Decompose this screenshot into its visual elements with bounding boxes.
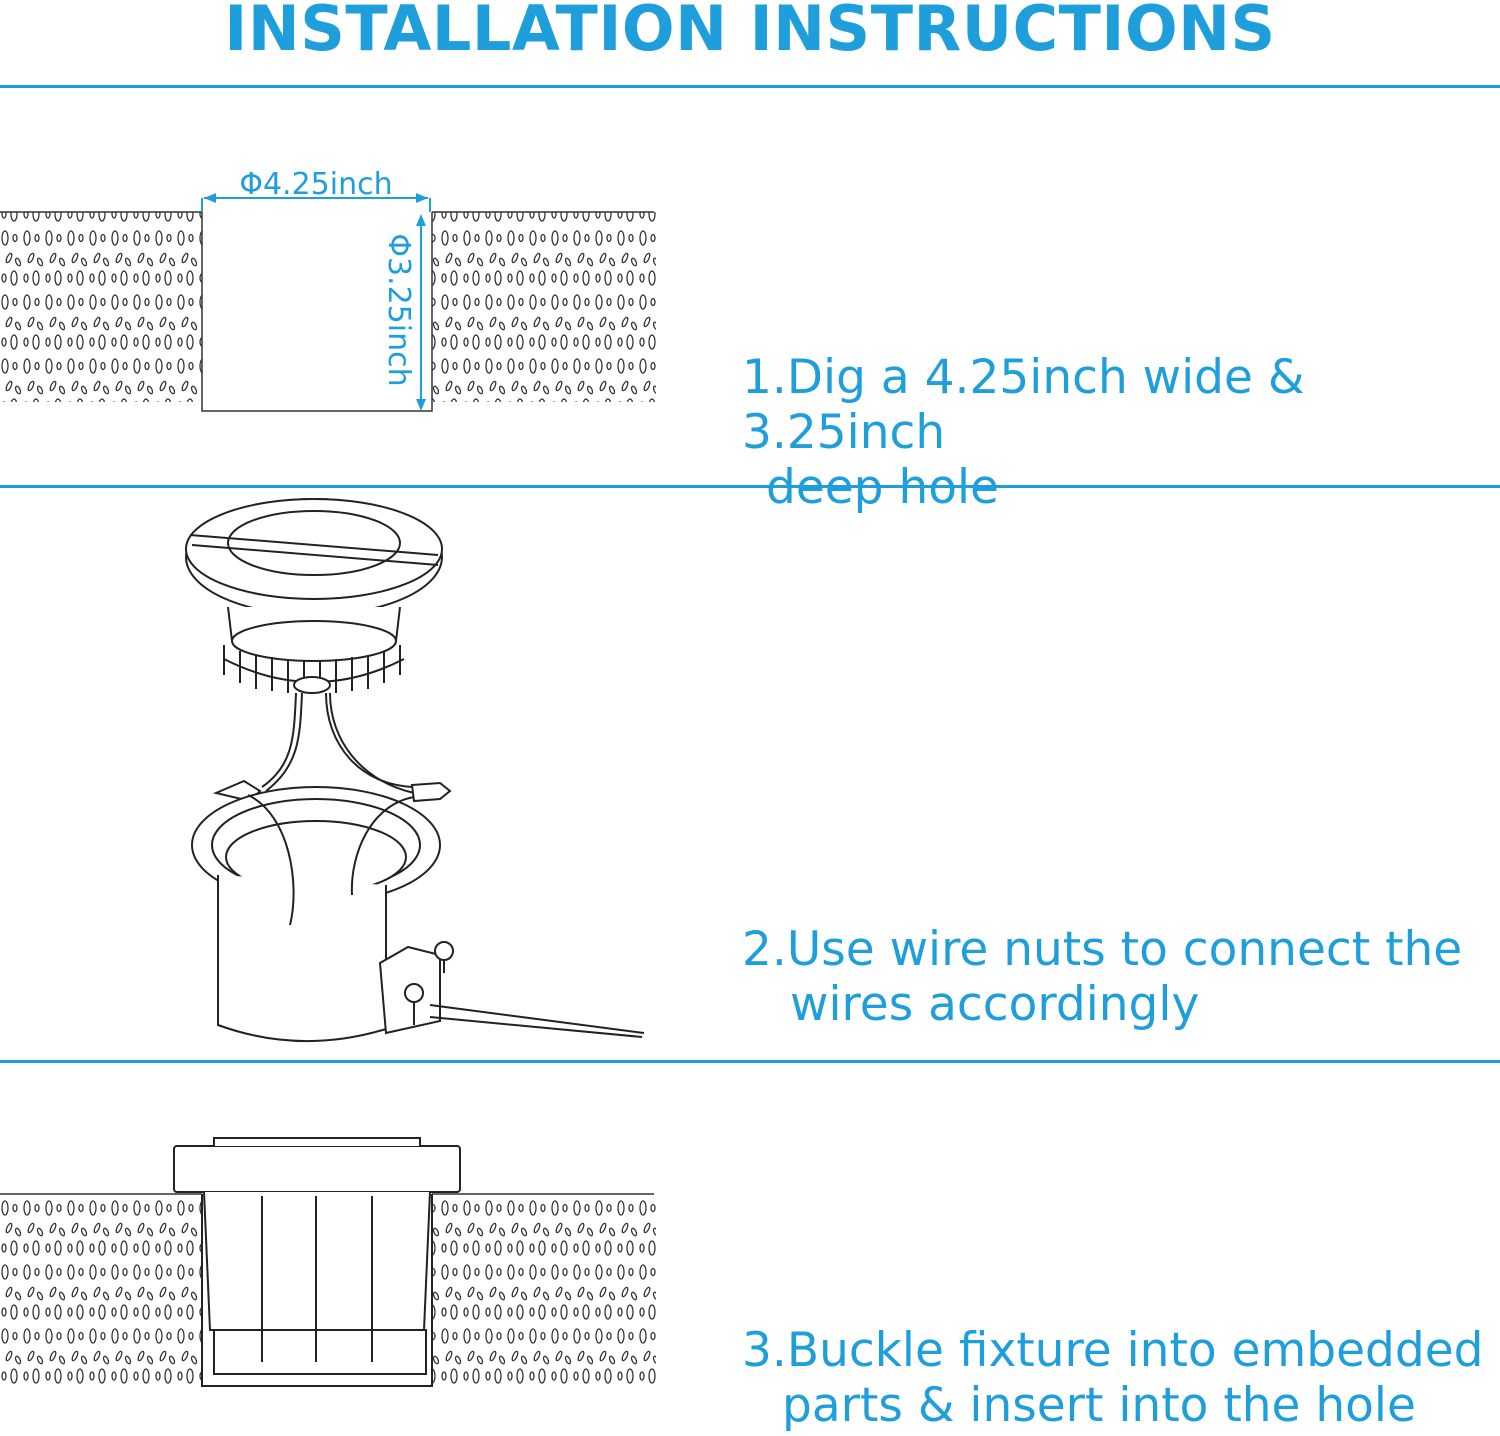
wiring-diagram — [185, 498, 645, 1042]
installed-diagram — [0, 1137, 656, 1390]
soil-right — [432, 212, 656, 402]
page-title: INSTALLATION INSTRUCTIONS — [224, 0, 1276, 65]
width-label: Φ4.25inch — [239, 167, 392, 202]
soil-left-installed — [0, 1194, 202, 1390]
divider-top — [0, 85, 1500, 88]
hole-outline — [201, 212, 433, 412]
step-2-text: 2.Use wire nuts to connect the wires acc… — [742, 922, 1463, 1032]
soil-right-installed — [432, 1194, 656, 1390]
step-1-text: 1.Dig a 4.25inch wide & 3.25inch deep ho… — [742, 350, 1305, 515]
hole-diagram: Φ4.25inch Φ3.25inch — [0, 167, 656, 412]
depth-label: Φ3.25inch — [381, 233, 416, 386]
cable — [429, 1004, 645, 1038]
junction-box-body — [217, 875, 387, 1042]
step-3-text: 3.Buckle fixture into embedded parts & i… — [742, 1323, 1484, 1433]
lid-installed — [173, 1145, 461, 1193]
solar-panel — [227, 510, 401, 576]
divider-1 — [0, 485, 1500, 488]
soil-left — [0, 212, 202, 402]
divider-2 — [0, 1060, 1500, 1063]
wire-nut-right — [410, 781, 452, 803]
